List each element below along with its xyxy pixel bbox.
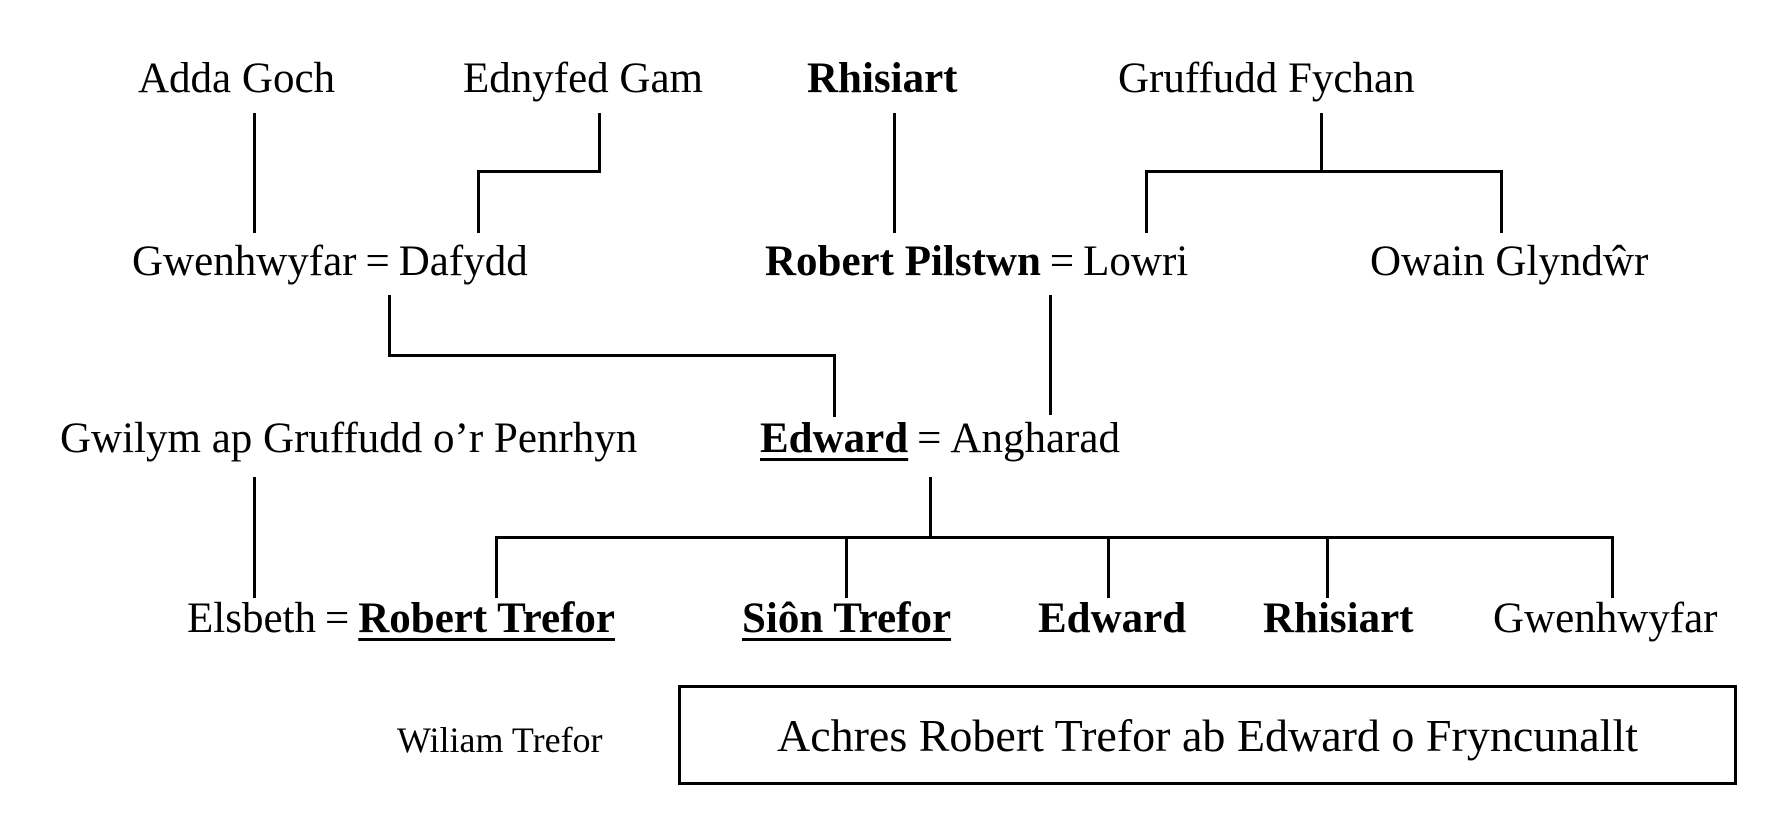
person-gruffudd-fychan: Gruffudd Fychan — [1118, 55, 1415, 102]
person-dafydd: Dafydd — [398, 238, 528, 285]
connector-bar-to-lowri-line — [1145, 170, 1148, 233]
connector-lowri-to-angharad-line — [1049, 295, 1052, 415]
couple-gwenhwyfar-dafydd: Gwenhwyfar=Dafydd — [132, 240, 528, 283]
connector-rhisiart-to-pilstwn-line — [893, 113, 896, 233]
connector-bar-to-edward-line — [1107, 536, 1110, 598]
connector-adda-to-gwenhwyfar-line — [253, 113, 256, 233]
connector-bar-to-rhisiart-line — [1326, 536, 1329, 598]
person-lowri: Lowri — [1083, 238, 1189, 285]
equals-sign: = — [365, 238, 390, 285]
person-rhisiart-elder: Rhisiart — [807, 55, 958, 102]
person-gwenhwyfar-younger: Gwenhwyfar — [1493, 595, 1718, 642]
person-robert-trefor: Robert Trefor — [358, 595, 615, 642]
connector-elbow-to-dafydd-line — [477, 170, 480, 233]
person-robert-pilstwn: Robert Pilstwn — [765, 238, 1041, 285]
person-wiliam-trefor: Wiliam Trefor — [397, 720, 603, 760]
person-adda-goch: Adda Goch — [138, 55, 336, 102]
person-gwenhwyfar-elder: Gwenhwyfar — [132, 238, 357, 285]
person-edward-younger: Edward — [1038, 595, 1187, 642]
couple-elsbeth-robert-trefor: Elsbeth=Robert Trefor — [187, 597, 615, 640]
connector-gruffudd-drop-line — [1320, 113, 1323, 173]
connector-bar-to-robert-trefor-line — [495, 536, 498, 598]
person-edward-elder: Edward — [760, 415, 909, 462]
connector-bar-to-gwenhwyfar-line — [1611, 536, 1614, 598]
connector-edward-children-bar — [495, 536, 1614, 539]
connector-gwilym-to-elsbeth-line — [253, 477, 256, 598]
caption-box: Achres Robert Trefor ab Edward o Fryncun… — [678, 685, 1737, 785]
person-ednyfed-gam: Ednyfed Gam — [463, 55, 704, 102]
connector-dafydd-elbow-line — [388, 354, 836, 357]
connector-elbow-to-edward-line — [833, 354, 836, 417]
connector-bar-to-owain-line — [1500, 170, 1503, 233]
person-owain-glyndwr: Owain Glyndŵr — [1370, 238, 1649, 285]
equals-sign: = — [917, 415, 942, 462]
couple-edward-angharad: Edward=Angharad — [760, 417, 1120, 460]
connector-edward-couple-drop-line — [929, 477, 932, 539]
person-elsbeth: Elsbeth — [187, 595, 316, 642]
connector-gruffudd-children-bar — [1145, 170, 1503, 173]
person-angharad: Angharad — [950, 415, 1120, 462]
person-rhisiart-younger: Rhisiart — [1263, 595, 1414, 642]
connector-dafydd-couple-drop-line — [388, 295, 391, 357]
person-gwilym: Gwilym ap Gruffudd o’r Penrhyn — [60, 415, 638, 462]
person-sion-trefor: Siôn Trefor — [742, 595, 952, 642]
couple-pilstwn-lowri: Robert Pilstwn=Lowri — [765, 240, 1188, 283]
equals-sign: = — [324, 595, 350, 642]
connector-ednyfed-drop-line — [598, 113, 601, 173]
equals-sign: = — [1049, 238, 1075, 285]
caption-text: Achres Robert Trefor ab Edward o Fryncun… — [776, 709, 1639, 761]
connector-ednyfed-elbow-line — [477, 170, 601, 173]
connector-bar-to-sion-trefor-line — [845, 536, 848, 598]
